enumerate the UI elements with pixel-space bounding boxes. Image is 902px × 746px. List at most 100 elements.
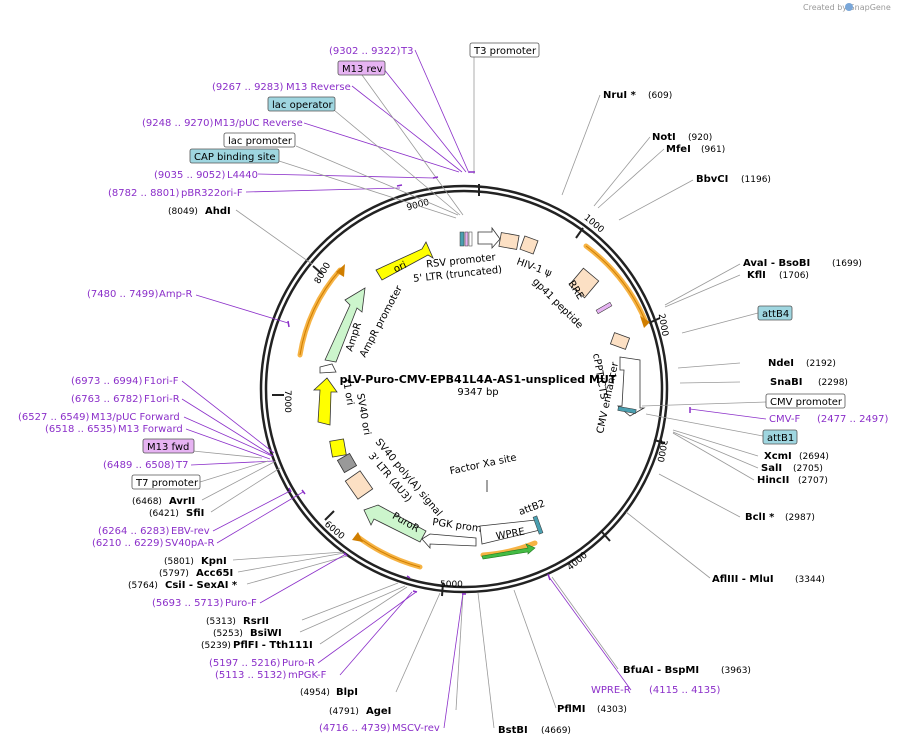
enzyme-ndei[interactable]: NdeI [768,358,794,369]
enzyme-sali-pos: (2705) [793,464,823,474]
feature-cmv-promoter[interactable]: CMV promoter [770,397,843,408]
puror-feature[interactable]: PuroR [363,504,427,543]
primer-puro-f[interactable]: Puro-F [225,598,257,609]
enzyme-pflmi[interactable]: PflMI [557,704,585,715]
enzyme-bfuai-bspmi[interactable]: BfuAI - BspMI [623,665,699,676]
feature-m13-rev[interactable]: M13 rev [342,64,383,75]
enzyme-leader-lines [201,94,759,729]
primer-amp-r[interactable]: Amp-R [159,289,193,300]
enzyme-afliii-pos: (3344) [795,575,825,585]
enzyme-sali[interactable]: SalI [761,463,782,474]
primer-mpgk-f[interactable]: mPGK-F [288,670,327,681]
primer-m13puc-reverse-range: (9248 .. 9270) [142,118,214,129]
enzyme-mfei[interactable]: MfeI [666,144,691,155]
primer-m13puc-reverse[interactable]: M13/pUC Reverse [214,118,303,129]
primer-t7[interactable]: T7 [175,460,188,471]
primer-labels: T3 (9302 .. 9322) M13 Reverse (9267 .. 9… [18,46,889,734]
primer-puro-r[interactable]: Puro-R [282,658,315,669]
enzyme-sfii[interactable]: SfiI [186,508,204,519]
sv40pa-feature[interactable] [336,452,358,474]
backbone-ticks [272,184,666,597]
enzyme-rsrii[interactable]: RsrII [243,616,269,627]
f1ori-feature[interactable]: f1 ori [312,377,355,426]
cppt-feature[interactable] [609,332,631,350]
primer-m13-reverse-range: (9267 .. 9283) [212,82,284,93]
feature-t7-promoter[interactable]: T7 promoter [135,478,199,489]
enzyme-bsiwi[interactable]: BsiWI [250,628,282,639]
primer-leader-lines [181,49,767,729]
enzyme-ahdi-pos: (8049) [168,207,198,217]
primer-mscv-rev[interactable]: MSCV-rev [392,723,440,734]
snapgene-logo-icon [845,3,853,11]
enzyme-acc65i[interactable]: Acc65I [196,568,233,579]
attb1-feature[interactable] [617,406,637,414]
ampr-feature[interactable]: AmpR AmpR promoter [324,283,405,363]
enzyme-bstbi[interactable]: BstBI [498,725,528,736]
enzyme-bbvci-pos: (1196) [741,175,771,185]
wpre-label: WPRE [495,527,526,543]
ampr-promoter-feature[interactable] [319,363,337,374]
feature-lac-operator[interactable]: lac operator [272,100,333,111]
primer-l4440[interactable]: L4440 [227,170,258,181]
ltr5-feature[interactable] [459,231,473,247]
primer-wpre-r[interactable]: WPRE-R [591,685,631,696]
primer-pbr322ori-f[interactable]: pBR322ori-F [181,188,243,199]
rsv-promoter-feature[interactable] [477,226,501,250]
enzyme-bsiwi-pos: (5253) [213,629,243,639]
gp41-feature[interactable] [595,301,613,315]
enzyme-avrii[interactable]: AvrII [169,496,195,507]
enzyme-ahdi[interactable]: AhdI [205,206,231,217]
enzyme-csii-sexai[interactable]: CsiI - SexAI * [165,580,238,591]
primer-cmv-f[interactable]: CMV-F [769,414,800,425]
enzyme-pflfi-tth111i[interactable]: PflFI - Tth111I [233,640,313,651]
feature-m13-fwd[interactable]: M13 fwd [147,442,189,453]
primer-mscv-rev-range: (4716 .. 4739) [319,723,391,734]
primer-pbr322ori-f-range: (8782 .. 8801) [108,188,180,199]
rre-feature[interactable] [568,267,600,299]
attb2-feature[interactable] [532,515,544,535]
primer-sv40pa-r[interactable]: SV40pA-R [165,538,214,549]
primer-puro-r-range: (5197 .. 5216) [209,658,281,669]
enzyme-afliii-mlui[interactable]: AflIII - MluI [712,574,774,585]
ltr3-feature[interactable] [344,470,374,500]
feature-attb4[interactable]: attB4 [762,309,789,320]
primer-m13puc-forward[interactable]: M13/pUC Forward [91,412,180,423]
enzyme-kpni[interactable]: KpnI [201,556,227,567]
factorxa-label: Factor Xa site [449,452,518,477]
enzyme-kfli[interactable]: KflI [747,270,766,281]
enzyme-noti[interactable]: NotI [652,132,676,143]
enzyme-bbvci[interactable]: BbvCI [696,174,728,185]
primer-m13-forward[interactable]: M13 Forward [118,424,183,435]
ori-feature[interactable]: ori [375,241,434,281]
enzyme-labels: NruI * (609) NotI (920) MfeI (961) BbvCI… [128,90,862,736]
enzyme-snabi[interactable]: SnaBI [770,377,802,388]
feature-lac-promoter[interactable]: lac promoter [228,136,293,147]
primer-f1ori-r[interactable]: F1ori-R [144,394,180,405]
enzyme-avai-bsobi[interactable]: AvaI - BsoBI [743,258,810,269]
backbone [259,184,669,594]
hiv-psi-feature[interactable] [498,232,520,250]
orf-arrowhead-2 [336,264,345,277]
enzyme-xcmi[interactable]: XcmI [764,451,792,462]
primer-ebv-rev-range: (6264 .. 6283) [98,526,170,537]
primer-ebv-rev[interactable]: EBV-rev [171,526,210,537]
feature-cap-binding-site[interactable]: CAP binding site [194,152,276,163]
enzyme-nrui[interactable]: NruI * [603,90,637,101]
enzyme-blpi[interactable]: BlpI [336,687,358,698]
primer-m13-reverse[interactable]: M13 Reverse [286,82,351,93]
primer-f1ori-f[interactable]: F1ori-F [144,376,179,387]
enzyme-avai-pos: (1699) [832,259,862,269]
feature-attb1[interactable]: attB1 [767,433,794,444]
primer-t3[interactable]: T3 [400,46,413,57]
tick-2000: 2000 [656,313,670,338]
enzyme-bcli[interactable]: BclI * [745,512,775,523]
primer-t3-range: (9302 .. 9322) [329,46,401,57]
hiv-psi-feature-2 [519,235,539,255]
ampr-promoter-label: AmpR promoter [358,283,405,359]
feature-t3-promoter[interactable]: T3 promoter [473,46,537,57]
wpre-feature[interactable]: WPRE [479,519,541,545]
enzyme-hincii[interactable]: HincII [757,475,789,486]
enzyme-agei[interactable]: AgeI [366,706,391,717]
primer-ticks [287,171,691,595]
